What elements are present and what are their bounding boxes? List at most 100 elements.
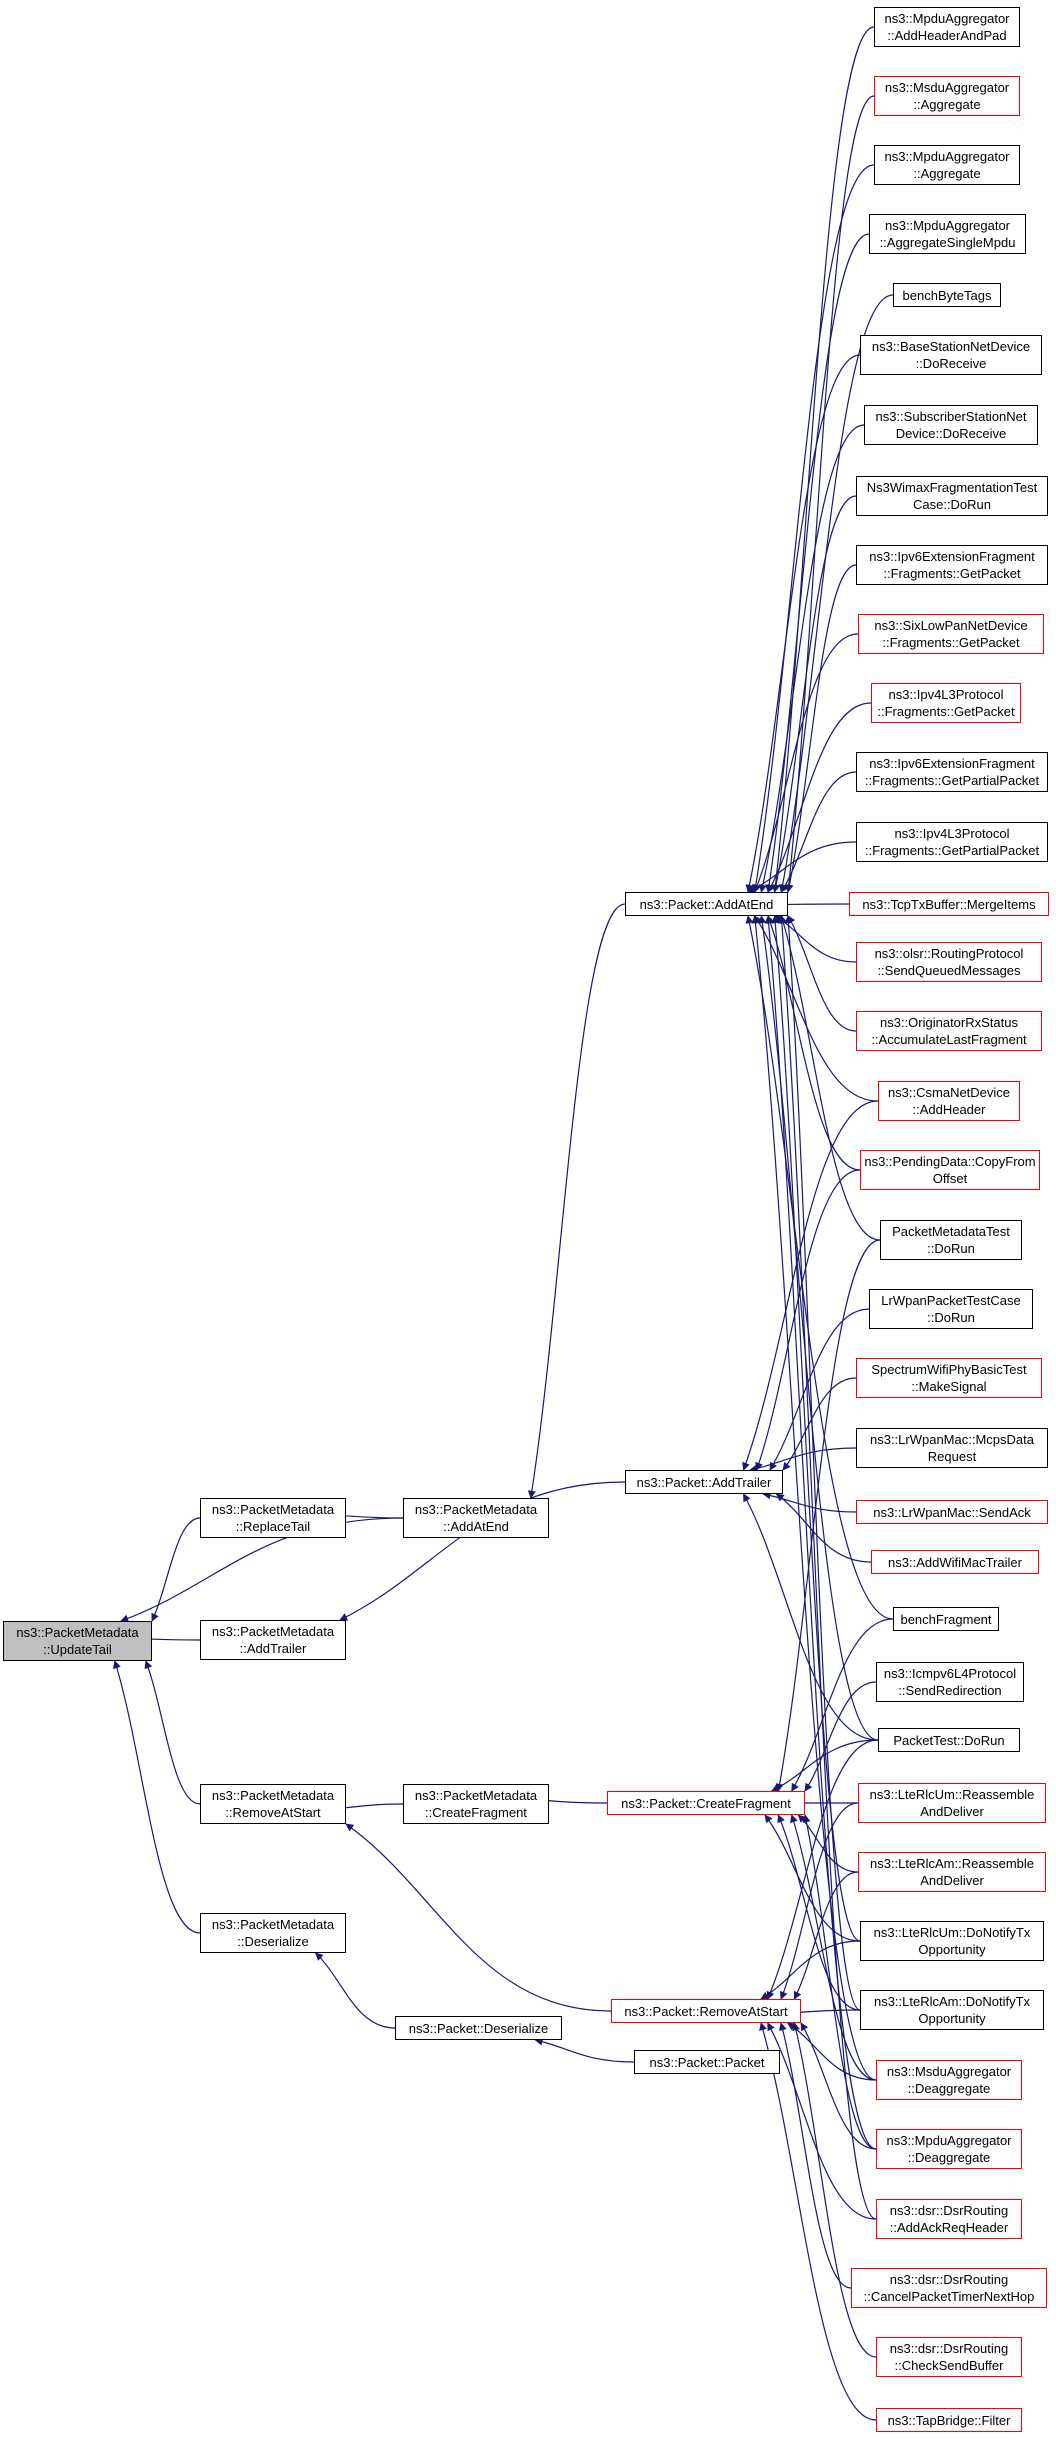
edge-bench_fragment-to-p_create_fragment bbox=[791, 1618, 894, 1792]
node-packetmetadata-updatetail: ns3::PacketMetadata ::UpdateTail bbox=[3, 1621, 152, 1661]
node-benchbytetags[interactable]: benchByteTags bbox=[893, 283, 1001, 307]
edge-pm_deserialize-to-update_tail bbox=[113, 1660, 201, 1934]
edge-bench_fragment-to-p_add_at_end bbox=[745, 915, 894, 1620]
node-mpduaggregator-addheaderandpad[interactable]: ns3::MpduAggregator ::AddHeaderAndPad bbox=[874, 7, 1020, 47]
node-msduaggregator-aggregate[interactable]: ns3::MsduAggregator ::Aggregate bbox=[874, 76, 1020, 116]
edge-wimax_frag_test-to-p_add_at_end bbox=[772, 495, 857, 893]
edge-msdu_deaggregate-to-p_add_at_end bbox=[751, 915, 877, 2081]
edge-mpdu_deaggregate-to-p_remove_at_start bbox=[800, 2022, 877, 2150]
edge-ipv4l3_get_packet-to-p_add_at_end bbox=[767, 702, 872, 893]
node-addwifimactrailer[interactable]: ns3::AddWifiMacTrailer bbox=[871, 1550, 1039, 1574]
node-packet-packet[interactable]: ns3::Packet::Packet bbox=[634, 2050, 780, 2074]
node-msduaggregator-deaggregate[interactable]: ns3::MsduAggregator ::Deaggregate bbox=[876, 2060, 1022, 2100]
node-dsrrouting-addackreqheader[interactable]: ns3::dsr::DsrRouting ::AddAckReqHeader bbox=[876, 2199, 1022, 2239]
edge-dsr_check_send-to-p_remove_at_start bbox=[792, 2022, 877, 2358]
node-packet-removeatstart[interactable]: ns3::Packet::RemoveAtStart bbox=[611, 1999, 801, 2023]
node-mpduaggregator-deaggregate[interactable]: ns3::MpduAggregator ::Deaggregate bbox=[876, 2129, 1022, 2169]
node-spectrumwifiphybasictest-makesignal[interactable]: SpectrumWifiPhyBasicTest ::MakeSignal bbox=[856, 1358, 1042, 1398]
node-packet-addtrailer[interactable]: ns3::Packet::AddTrailer bbox=[625, 1470, 783, 1494]
node-basestationnetdevice-doreceive[interactable]: ns3::BaseStationNetDevice ::DoReceive bbox=[860, 335, 1042, 375]
edge-lrwpan_mcps-to-p_add_trailer bbox=[749, 1447, 857, 1473]
node-dsrrouting-cancelpackettimernexthop[interactable]: ns3::dsr::DsrRouting ::CancelPacketTimer… bbox=[851, 2268, 1047, 2308]
edge-packet_test_do_run-to-p_add_trailer bbox=[742, 1493, 879, 1741]
edge-mpdu_aggregate-to-p_add_at_end bbox=[751, 164, 875, 893]
node-csmanetdevice-addheader[interactable]: ns3::CsmaNetDevice ::AddHeader bbox=[878, 1081, 1020, 1121]
edge-originator_accumulate-to-p_add_at_end bbox=[787, 915, 857, 1032]
node-olsr-routingprotocol-sendqueuedmessages[interactable]: ns3::olsr::RoutingProtocol ::SendQueuedM… bbox=[856, 942, 1042, 982]
edge-dsr_cancel_timer-to-p_remove_at_start bbox=[778, 2022, 852, 2289]
node-ns3wimaxfragmentationtestcase-dorun[interactable]: Ns3WimaxFragmentationTest Case::DoRun bbox=[856, 476, 1048, 516]
edge-rlc_um_reassemble-to-p_remove_at_start bbox=[779, 1802, 859, 2000]
edge-packet_test_do_run-to-p_create_fragment bbox=[770, 1739, 879, 1792]
node-tapbridge-filter[interactable]: ns3::TapBridge::Filter bbox=[876, 2408, 1022, 2432]
node-ipv4l3protocol-getpartialpacket[interactable]: ns3::Ipv4L3Protocol ::Fragments::GetPart… bbox=[856, 822, 1048, 862]
node-pendingdata-copyfromoffset[interactable]: ns3::PendingData::CopyFrom Offset bbox=[860, 1150, 1040, 1190]
edge-msdu_aggregate-to-p_add_at_end bbox=[784, 95, 875, 893]
node-ltercum-donotifytxopportunity[interactable]: ns3::LteRlcUm::DoNotifyTx Opportunity bbox=[860, 1921, 1044, 1961]
node-sixlowpannetdevice-getpacket[interactable]: ns3::SixLowPanNetDevice ::Fragments::Get… bbox=[858, 614, 1044, 654]
edge-ipv4l3_get_partial-to-p_add_at_end bbox=[747, 841, 857, 893]
node-packet-createfragment[interactable]: ns3::Packet::CreateFragment bbox=[607, 1791, 805, 1815]
node-ipv6extensionfragment-getpacket[interactable]: ns3::Ipv6ExtensionFragment ::Fragments::… bbox=[856, 545, 1048, 585]
edge-mpdu_deaggregate-to-p_add_at_end bbox=[764, 915, 877, 2150]
node-lterclam-donotifytxopportunity[interactable]: ns3::LteRlcAm::DoNotifyTx Opportunity bbox=[860, 1990, 1044, 2030]
edge-sixlowpan_get_packet-to-p_add_at_end bbox=[753, 633, 859, 893]
edge-csma_add_header-to-p_add_trailer bbox=[742, 1100, 879, 1471]
edge-bench_byte_tags-to-p_add_at_end bbox=[778, 294, 894, 893]
edge-rlc_am_notify_tx-to-p_add_at_end bbox=[784, 915, 861, 2011]
edge-p_remove_at_start-to-pm_remove_at_start bbox=[345, 1823, 612, 2012]
edge-pm_test_do_run-to-p_create_fragment bbox=[775, 1239, 881, 1792]
edge-ipv6_ext_get_packet-to-p_add_at_end bbox=[785, 564, 857, 893]
edge-rlc_um_notify_tx-to-p_add_at_end bbox=[771, 915, 861, 1942]
node-mpduaggregator-aggregate[interactable]: ns3::MpduAggregator ::Aggregate bbox=[874, 145, 1020, 185]
edge-mpdu_aggregate_single-to-p_add_at_end bbox=[765, 233, 870, 893]
edge-msdu_deaggregate-to-p_create_fragment bbox=[790, 1814, 877, 2081]
node-packettest-dorun[interactable]: PacketTest::DoRun bbox=[878, 1728, 1020, 1752]
edge-rlc_um_notify_tx-to-p_create_fragment bbox=[764, 1814, 861, 1942]
node-subscriberstationnetdevice-doreceive[interactable]: ns3::SubscriberStationNet Device::DoRece… bbox=[864, 405, 1038, 445]
node-packetmetadata-replacetail[interactable]: ns3::PacketMetadata ::ReplaceTail bbox=[200, 1498, 346, 1538]
edge-dsr_add_ack_req-to-p_add_at_end bbox=[777, 915, 877, 2220]
edge-pending_copy_from-to-p_add_at_end bbox=[766, 915, 861, 1171]
node-originatorrxstatus-accumulatelastfragment[interactable]: ns3::OriginatorRxStatus ::AccumulateLast… bbox=[856, 1011, 1042, 1051]
node-lterclam-reassembleanddeliver[interactable]: ns3::LteRlcAm::Reassemble AndDeliver bbox=[858, 1852, 1046, 1892]
node-tcptxbuffer-mergeitems[interactable]: ns3::TcpTxBuffer::MergeItems bbox=[849, 892, 1049, 916]
edge-pm_add_at_end-to-update_tail bbox=[120, 1517, 404, 1623]
edge-pm_test_do_run-to-p_add_at_end bbox=[779, 915, 881, 1241]
edge-pm_remove_at_start-to-update_tail bbox=[144, 1660, 201, 1805]
node-packet-addatend[interactable]: ns3::Packet::AddAtEnd bbox=[625, 892, 788, 916]
node-packetmetadata-createfragment[interactable]: ns3::PacketMetadata ::CreateFragment bbox=[403, 1784, 549, 1824]
node-packetmetadata-deserialize[interactable]: ns3::PacketMetadata ::Deserialize bbox=[200, 1913, 346, 1953]
node-benchfragment[interactable]: benchFragment bbox=[893, 1607, 999, 1631]
node-packetmetadatatest-dorun[interactable]: PacketMetadataTest ::DoRun bbox=[880, 1220, 1022, 1260]
node-ltercum-reassembleanddeliver[interactable]: ns3::LteRlcUm::Reassemble AndDeliver bbox=[858, 1783, 1046, 1823]
node-dsrrouting-checksendbuffer[interactable]: ns3::dsr::DsrRouting ::CheckSendBuffer bbox=[876, 2337, 1022, 2377]
edge-rlc_am_notify_tx-to-p_create_fragment bbox=[777, 1814, 861, 2011]
edge-add_wifi_mac_trailer-to-p_add_trailer bbox=[775, 1493, 872, 1563]
edge-packet_test_do_run-to-p_remove_at_start bbox=[766, 1739, 879, 2000]
node-ipv4l3protocol-getpacket[interactable]: ns3::Ipv4L3Protocol ::Fragments::GetPack… bbox=[871, 683, 1021, 723]
node-lrwpanmac-sendack[interactable]: ns3::LrWpanMac::SendAck bbox=[856, 1500, 1048, 1524]
edge-replace_tail-to-update_tail bbox=[151, 1517, 201, 1622]
node-mpduaggregator-aggregatesinglempdu[interactable]: ns3::MpduAggregator ::AggregateSingleMpd… bbox=[869, 214, 1026, 254]
node-icmpv6l4protocol-sendredirection[interactable]: ns3::Icmpv6L4Protocol ::SendRedirection bbox=[876, 1662, 1024, 1702]
node-packetmetadata-removeatstart[interactable]: ns3::PacketMetadata ::RemoveAtStart bbox=[200, 1784, 346, 1824]
edge-p_add_at_end-to-pm_add_at_end bbox=[527, 903, 626, 1499]
edge-p_deserialize-to-pm_deserialize bbox=[315, 1952, 396, 2029]
edge-dsr_add_ack_req-to-p_remove_at_start bbox=[767, 2022, 877, 2220]
edge-lrwpan_packet_test-to-p_add_trailer bbox=[769, 1308, 870, 1471]
node-packetmetadata-addatend[interactable]: ns3::PacketMetadata ::AddAtEnd bbox=[403, 1498, 549, 1538]
edge-rlc_um_notify_tx-to-p_remove_at_start bbox=[760, 1940, 861, 2000]
edge-ss_do_receive-to-p_add_at_end bbox=[758, 424, 865, 893]
edge-mpdu_deaggregate-to-p_create_fragment bbox=[802, 1814, 877, 2150]
edge-p_packet-to-p_deserialize bbox=[534, 2037, 635, 2063]
node-packet-deserialize[interactable]: ns3::Packet::Deserialize bbox=[395, 2016, 562, 2040]
node-ipv6extensionfragment-getpartialpacket[interactable]: ns3::Ipv6ExtensionFragment ::Fragments::… bbox=[856, 752, 1048, 792]
edge-lrwpan_send_ack-to-p_add_trailer bbox=[762, 1491, 857, 1513]
node-lrwpanmac-mcpsdatarequest[interactable]: ns3::LrWpanMac::McpsData Request bbox=[856, 1428, 1048, 1468]
node-lrwpanpackettestcase-dorun[interactable]: LrWpanPacketTestCase ::DoRun bbox=[869, 1289, 1033, 1329]
edge-rlc_am_reassemble-to-p_remove_at_start bbox=[793, 1871, 859, 2000]
edge-ipv6_ext_get_partial-to-p_add_at_end bbox=[780, 771, 857, 893]
node-packetmetadata-addtrailer[interactable]: ns3::PacketMetadata ::AddTrailer bbox=[200, 1620, 346, 1660]
